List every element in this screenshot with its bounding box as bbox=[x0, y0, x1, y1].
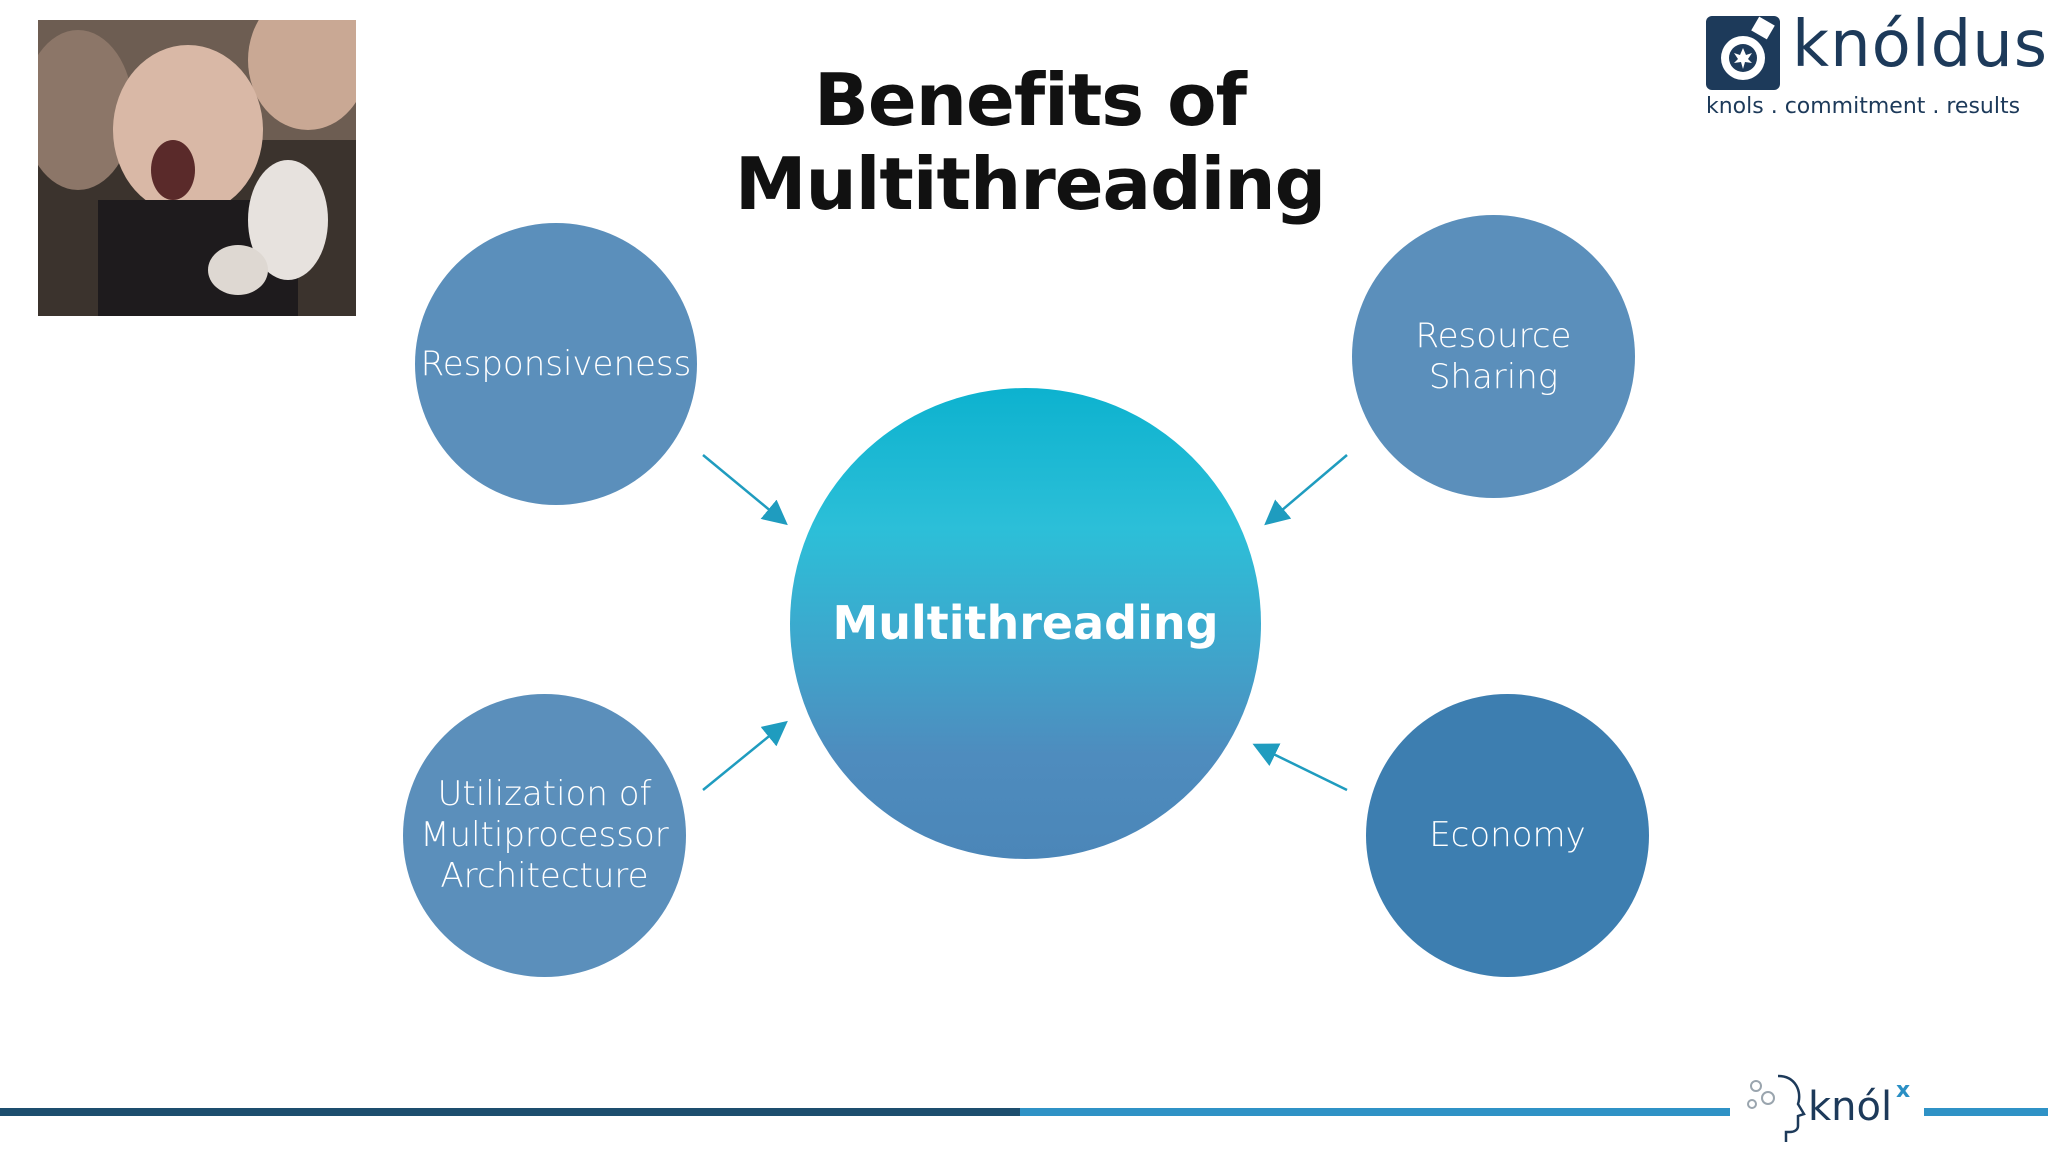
node-responsiveness: Responsiveness bbox=[415, 223, 697, 505]
footer-bar-dark bbox=[0, 1108, 1020, 1116]
node-resource-sharing: Resource Sharing bbox=[1352, 215, 1635, 498]
slide-title: Benefits of Multithreading bbox=[734, 58, 1326, 226]
knolx-superscript: x bbox=[1896, 1078, 1911, 1103]
knoldus-logo: knóldus knols . commitment . results bbox=[1706, 8, 2047, 126]
arrow-utilization bbox=[702, 720, 788, 791]
presenter-webcam-thumbnail bbox=[38, 20, 356, 316]
knoldus-logo-icon bbox=[1706, 16, 1780, 90]
knolx-head-icon bbox=[1747, 1074, 1806, 1142]
arrow-economy bbox=[1252, 743, 1348, 792]
webcam-image bbox=[38, 20, 356, 316]
arrow-responsiveness bbox=[702, 454, 788, 526]
knoldus-logo-wordmark: knóldus bbox=[1792, 8, 2048, 82]
arrow-resource-sharing bbox=[1264, 454, 1348, 526]
node-economy: Economy bbox=[1366, 694, 1649, 977]
node-center-multithreading: Multithreading bbox=[790, 388, 1261, 859]
knolx-wordmark: knól bbox=[1808, 1084, 1893, 1130]
knoldus-logo-tagline: knols . commitment . results bbox=[1706, 94, 2021, 119]
footer-bar-light bbox=[1020, 1108, 2048, 1116]
knolx-logo: knól x bbox=[1730, 1056, 1924, 1152]
node-utilization: Utilization of Multiprocessor Architectu… bbox=[403, 694, 686, 977]
